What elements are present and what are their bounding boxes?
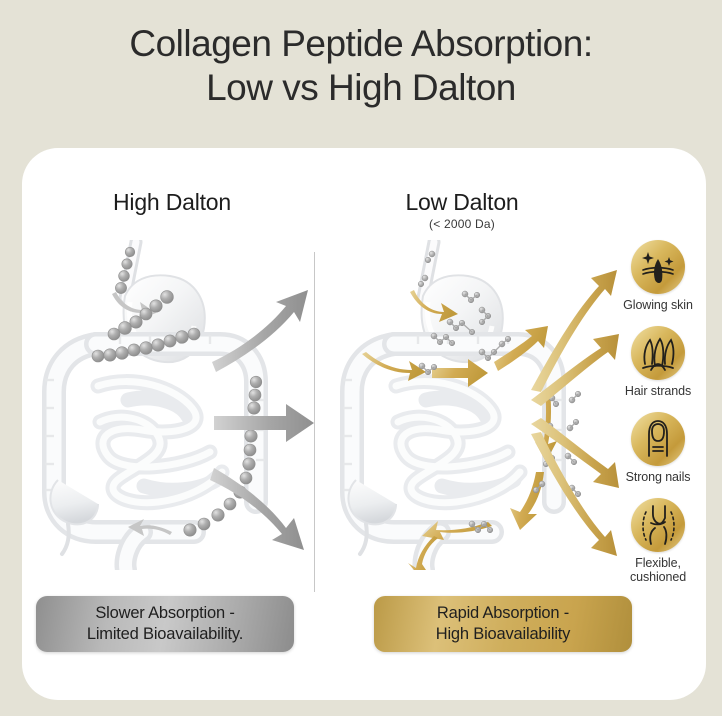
low-dalton-illustration bbox=[322, 240, 612, 570]
benefit-label-line-1: Flexible, bbox=[635, 556, 681, 570]
benefit-flexible-cushioned[interactable]: Flexible, cushioned bbox=[608, 498, 708, 584]
benefits-list: Glowing skin Hair strands bbox=[608, 240, 708, 584]
fingernail-icon bbox=[631, 412, 685, 466]
benefit-glowing-skin[interactable]: Glowing skin bbox=[608, 240, 708, 312]
page-title-line-1: Collagen Peptide Absorption: bbox=[129, 23, 593, 64]
verdict-line-1: Rapid Absorption - bbox=[436, 604, 570, 622]
benefit-label-line-2: cushioned bbox=[629, 570, 687, 584]
benefit-strong-nails[interactable]: Strong nails bbox=[608, 412, 708, 484]
benefit-label: Hair strands bbox=[624, 384, 692, 398]
verdict-line-2: Limited Bioavailability. bbox=[86, 625, 244, 643]
comparison-card: High Dalton Low Dalton (< 2000 Da) bbox=[22, 148, 706, 700]
page-title-line-2: Low vs High Dalton bbox=[206, 67, 516, 108]
high-dalton-illustration bbox=[24, 240, 314, 570]
low-dalton-heading: Low Dalton bbox=[405, 189, 519, 215]
benefit-label: Glowing skin bbox=[623, 298, 693, 312]
benefit-hair-strands[interactable]: Hair strands bbox=[608, 326, 708, 398]
benefit-label: Strong nails bbox=[625, 470, 691, 484]
skin-follicle-sparkle-icon bbox=[631, 240, 685, 294]
page-title: Collagen Peptide Absorption: Low vs High… bbox=[0, 22, 722, 110]
knee-joint-icon bbox=[631, 498, 685, 552]
high-dalton-heading: High Dalton bbox=[113, 189, 231, 215]
hair-strands-icon bbox=[631, 326, 685, 380]
benefit-label: Flexible, cushioned bbox=[608, 556, 708, 584]
low-dalton-verdict-pill: Rapid Absorption - High Bioavailability bbox=[374, 596, 632, 652]
verdict-line-1: Slower Absorption - bbox=[95, 604, 235, 622]
low-dalton-subheading: (< 2000 Da) bbox=[429, 217, 495, 231]
panel-divider bbox=[314, 252, 315, 592]
high-dalton-verdict-pill: Slower Absorption - Limited Bioavailabil… bbox=[36, 596, 294, 652]
verdict-line-2: High Bioavailability bbox=[435, 625, 571, 643]
